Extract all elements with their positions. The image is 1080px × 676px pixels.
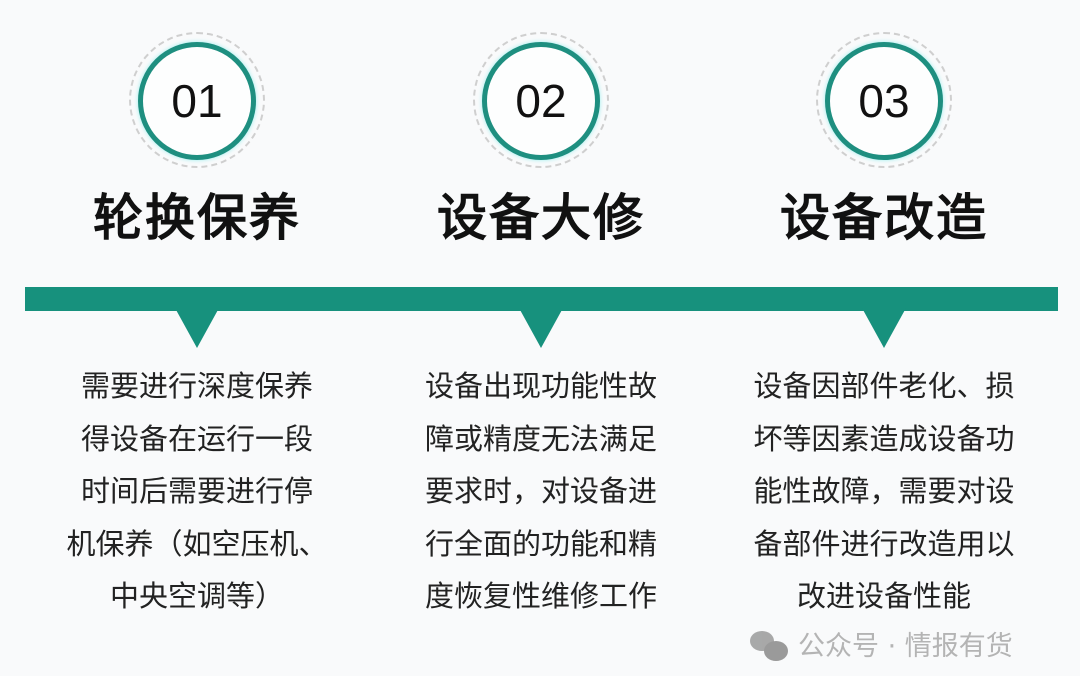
- step-2: 02 设备大修 设备出现功能性故 障或精度无法满足 要求时，对设备进 行全面的功…: [369, 0, 713, 676]
- desc-line: 需要进行深度保养: [80, 369, 313, 403]
- dashed-ring: [816, 32, 952, 168]
- step-number-circle: 03: [825, 42, 943, 160]
- step-number-circle: 02: [482, 42, 600, 160]
- step-number-circle: 01: [138, 42, 256, 160]
- timeline-bar: [25, 287, 1058, 311]
- desc-line: 行全面的功能和精: [424, 526, 657, 561]
- step-number: 02: [515, 75, 567, 127]
- desc-line: 中央空调等）: [109, 579, 284, 613]
- step-title: 设备改造: [780, 189, 988, 247]
- desc-line: 度恢复性维修工作: [424, 579, 657, 613]
- desc-line: 设备因部件老化、损: [753, 369, 1015, 403]
- step-description: 设备出现功能性故 障或精度无法满足 要求时，对设备进 行全面的功能和精 度恢复性…: [369, 360, 713, 623]
- step-1: 01 轮换保养 需要进行深度保养 得设备在运行一段 时间后需要进行停 机保养（如…: [25, 0, 369, 676]
- desc-line: 时间后需要进行停: [80, 474, 313, 508]
- dashed-ring: [129, 32, 265, 168]
- wechat-icon: [750, 631, 790, 663]
- desc-line: 能性故障，需要对设: [753, 474, 1015, 508]
- step-description: 设备因部件老化、损 坏等因素造成设备功 能性故障，需要对设 备部件进行改造用以 …: [712, 360, 1056, 623]
- desc-line: 坏等因素造成设备功: [753, 421, 1015, 456]
- step-number: 03: [858, 75, 910, 127]
- desc-line: 要求时，对设备进: [424, 474, 657, 508]
- desc-line: 备部件进行改造用以: [753, 526, 1015, 561]
- desc-line: 机保养（如空压机、: [66, 526, 328, 561]
- pointer-triangle: [519, 308, 563, 348]
- step-title: 设备大修: [437, 189, 645, 247]
- pointer-triangle: [175, 308, 219, 348]
- step-description: 需要进行深度保养 得设备在运行一段 时间后需要进行停 机保养（如空压机、 中央空…: [25, 360, 369, 623]
- watermark-text: 公众号 · 情报有货: [798, 631, 1013, 662]
- step-3: 03 设备改造 设备因部件老化、损 坏等因素造成设备功 能性故障，需要对设 备部…: [712, 0, 1056, 676]
- step-number: 01: [171, 75, 223, 127]
- desc-line: 得设备在运行一段: [80, 421, 313, 456]
- pointer-triangle: [862, 308, 906, 348]
- desc-line: 设备出现功能性故: [424, 369, 657, 403]
- step-title: 轮换保养: [93, 189, 301, 247]
- dashed-ring: [473, 32, 609, 168]
- watermark: 公众号 · 情报有货: [750, 630, 1013, 664]
- desc-line: 障或精度无法满足: [424, 421, 657, 456]
- desc-line: 改进设备性能: [796, 579, 971, 613]
